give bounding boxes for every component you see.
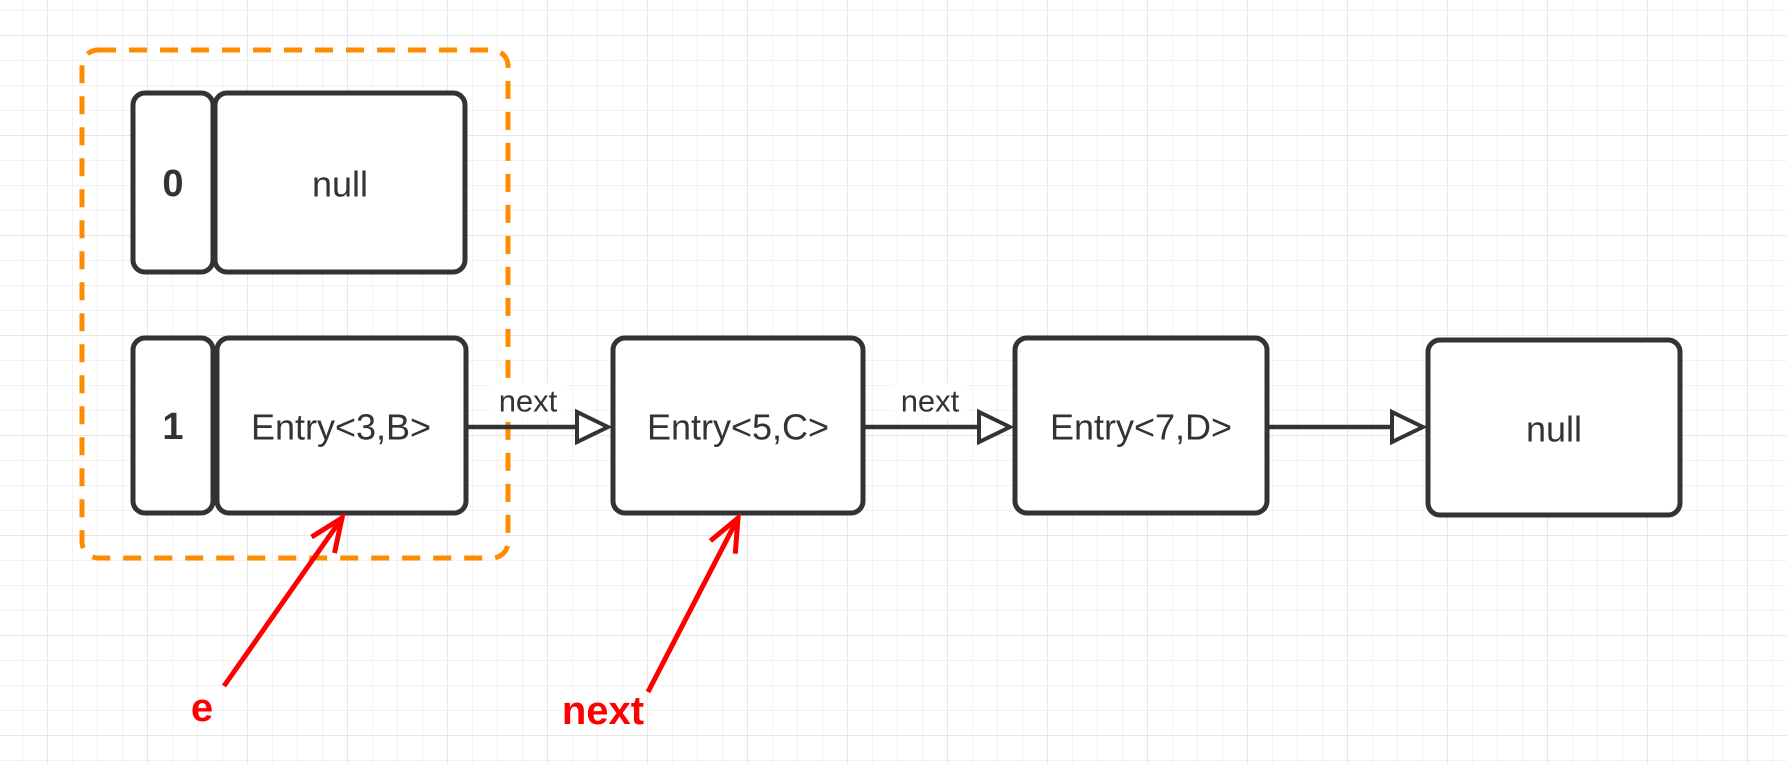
node-entry-5c: Entry<5,C> bbox=[610, 335, 866, 516]
bucket-1-index-box[interactable] bbox=[130, 335, 216, 516]
bucket-array-group-frame[interactable] bbox=[79, 47, 511, 561]
annotation-next-arrow[interactable] bbox=[645, 512, 741, 694]
edge-next-1[interactable]: next bbox=[466, 383, 613, 446]
bucket-0-index-label: 0 bbox=[162, 163, 183, 205]
null-tail-node-box[interactable] bbox=[1425, 337, 1683, 518]
bucket-row-1: 1 Entry<3,B> bbox=[130, 335, 469, 516]
annotation-e-arrow[interactable] bbox=[221, 512, 346, 688]
bucket-0-value-label: null bbox=[312, 164, 368, 205]
edge-tail-arrowhead-icon bbox=[1390, 408, 1428, 446]
edge-next-2[interactable]: next bbox=[863, 383, 1015, 446]
null-tail-node-label: null bbox=[1526, 409, 1582, 450]
edge-next-1-arrowhead-icon bbox=[575, 408, 613, 446]
annotation-e-label: e bbox=[191, 686, 213, 730]
edge-next-1-label-bg bbox=[491, 383, 565, 419]
bucket-row-0: 0 null bbox=[130, 90, 468, 275]
annotation-e[interactable]: e bbox=[191, 512, 346, 730]
edge-next-2-label: next bbox=[901, 384, 960, 419]
edge-next-2-label-bg bbox=[893, 383, 967, 419]
bucket-1-index-label: 1 bbox=[162, 406, 183, 448]
entry-7d-node-label: Entry<7,D> bbox=[1050, 407, 1232, 448]
annotation-next[interactable]: next bbox=[562, 512, 741, 733]
node-null-tail: null bbox=[1425, 337, 1683, 518]
edge-next-1-label: next bbox=[499, 384, 558, 419]
bucket-0-value-box[interactable] bbox=[212, 90, 468, 275]
node-entry-7d: Entry<7,D> bbox=[1012, 335, 1270, 516]
annotation-next-label: next bbox=[562, 689, 644, 733]
entry-3b-node-label: Entry<3,B> bbox=[251, 407, 431, 448]
edge-tail[interactable] bbox=[1267, 408, 1428, 446]
entry-5c-node-label: Entry<5,C> bbox=[647, 407, 829, 448]
edge-next-2-arrowhead-icon bbox=[977, 408, 1015, 446]
